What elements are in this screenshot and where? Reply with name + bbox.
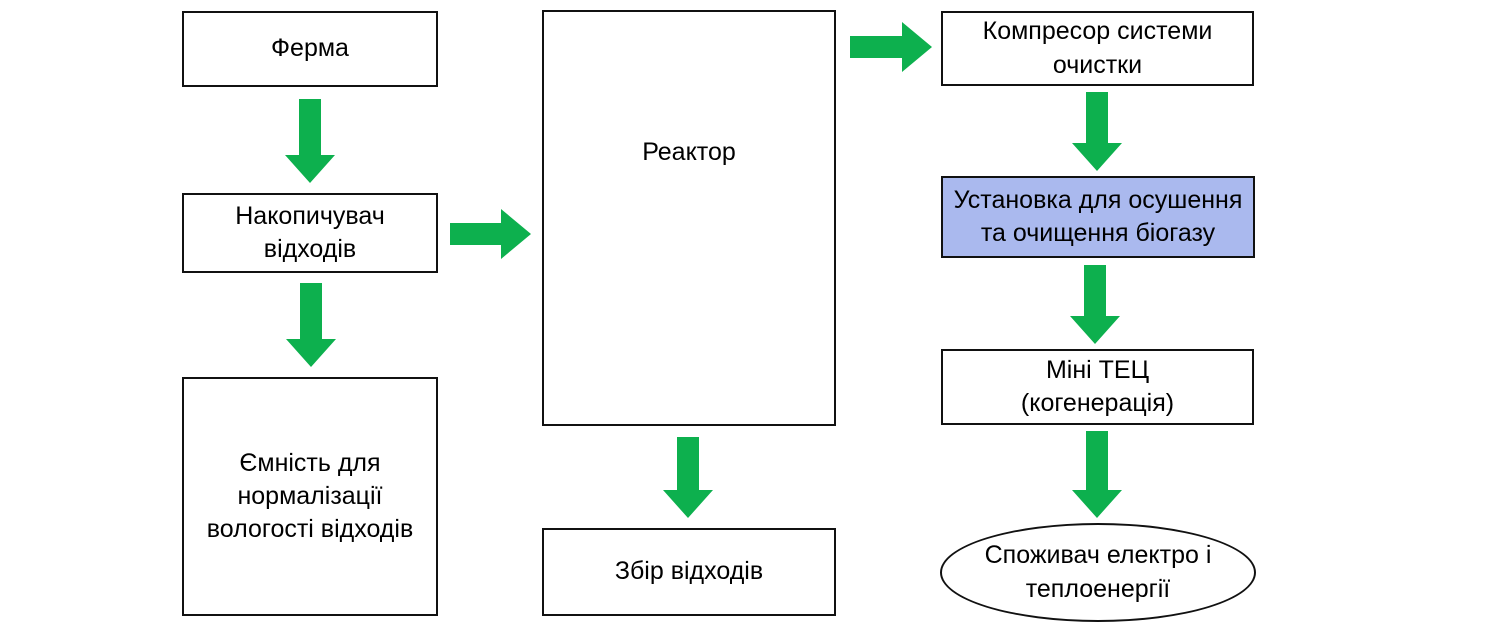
arrow-down-icon <box>285 99 335 183</box>
node-waste-collection: Збір відходів <box>542 528 836 616</box>
node-waste-accumulator: Накопичувач відходів <box>182 193 438 273</box>
node-mini-chp-cogeneration: Міні ТЕЦ (когенерація) <box>941 349 1254 425</box>
arrow-down-icon <box>1072 431 1122 518</box>
arrow-right-icon <box>850 22 932 72</box>
arrow-right-icon <box>450 209 531 259</box>
node-moisture-normalization-tank: Ємність для нормалізації вологості відхо… <box>182 377 438 616</box>
node-farm: Ферма <box>182 11 438 87</box>
node-energy-consumer: Споживач електро і теплоенергії <box>940 523 1256 622</box>
node-cleaning-system-compressor: Компресор системи очистки <box>941 11 1254 86</box>
arrow-down-icon <box>1072 92 1122 171</box>
node-reactor: Реактор <box>542 10 836 426</box>
arrow-down-icon <box>663 437 713 518</box>
node-biogas-drying-cleaning-unit: Установка для осушення та очищення біога… <box>941 176 1255 258</box>
arrow-down-icon <box>1070 265 1120 344</box>
arrow-down-icon <box>286 283 336 367</box>
